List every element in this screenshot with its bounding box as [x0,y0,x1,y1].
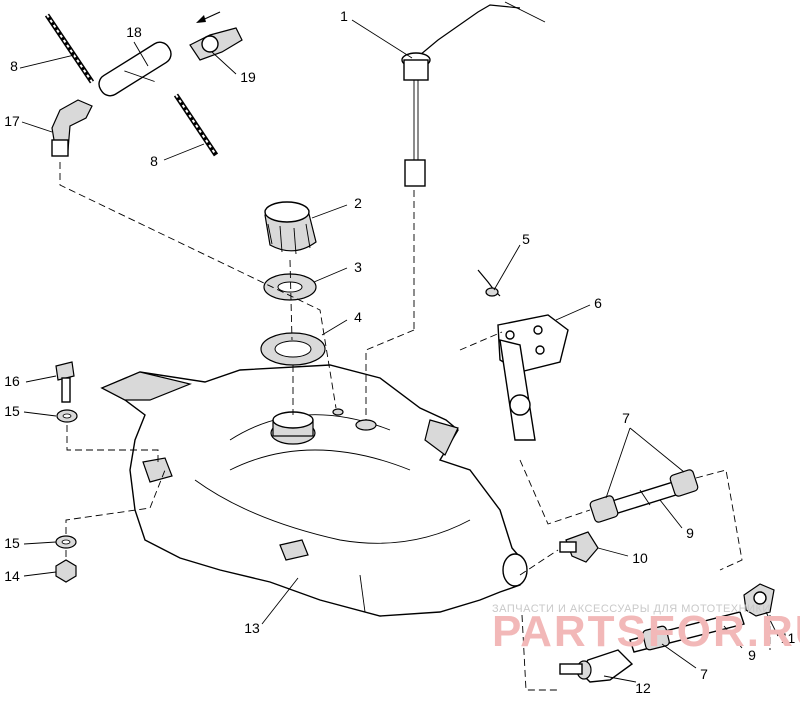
callout-16: 16 [4,373,20,389]
callout-8-top: 8 [10,58,18,74]
nut-14 [55,559,77,583]
fuel-gauge-sender-1 [401,1,546,187]
washer-15-bottom [55,535,77,549]
callout-12: 12 [635,680,651,696]
callout-4: 4 [354,309,362,325]
flow-direction-arrow-icon [196,11,221,23]
callout-8-bottom: 8 [150,153,158,169]
cap-gasket-3 [263,273,317,301]
fuel-cap-2 [264,201,317,255]
callout-18: 18 [126,24,142,40]
callout-7-upper: 7 [622,410,630,426]
cable-tie-5 [477,269,501,297]
hose-18 [98,41,172,97]
filler-gasket-4 [260,332,326,366]
callout-10: 10 [632,550,648,566]
vent-hose-8-bottom [173,93,219,157]
callout-3: 3 [354,259,362,275]
callout-11: 11 [781,630,796,646]
watermark: ЗАПЧАСТИ И АКСЕССУАРЫ ДЛЯ МОТОТЕХНИКИ PA… [492,603,800,656]
callout-17: 17 [4,113,20,129]
washer-15-top [56,409,78,423]
tank-bracket-6 [497,314,569,441]
callout-15-top: 15 [4,403,20,419]
vent-fitting-17 [51,99,93,157]
watermark-tagline: ЗАПЧАСТИ И АКСЕССУАРЫ ДЛЯ МОТОТЕХНИКИ [492,603,771,615]
callout-5: 5 [522,231,530,247]
bolt-16 [55,361,75,403]
fuel-valve-11 [743,583,775,617]
leader-lines [19,19,779,683]
hose-clamp-7-right [669,469,699,497]
callout-14: 14 [4,568,20,584]
hose-clamp-7-left [589,495,619,523]
fuel-filter-12 [559,649,634,683]
callout-13: 13 [244,620,260,636]
callout-9-lower: 9 [748,647,756,663]
callout-6: 6 [594,295,602,311]
check-valve-19 [189,27,243,61]
callout-19: 19 [240,69,256,85]
callout-2: 2 [354,195,362,211]
watermark-logo-text: PARTSFOR.RU [492,607,800,656]
fuel-tank-13 [100,364,528,617]
callout-9-upper: 9 [686,525,694,541]
callout-15-bottom: 15 [4,535,20,551]
callout-1: 1 [340,8,348,24]
fuel-fitting-10 [559,531,599,563]
callout-labels: 1 2 3 4 5 6 7 8 8 9 9 10 11 12 7 13 14 1… [4,8,795,696]
callout-7-lower: 7 [700,666,708,682]
vent-hose-8-top [44,13,95,84]
